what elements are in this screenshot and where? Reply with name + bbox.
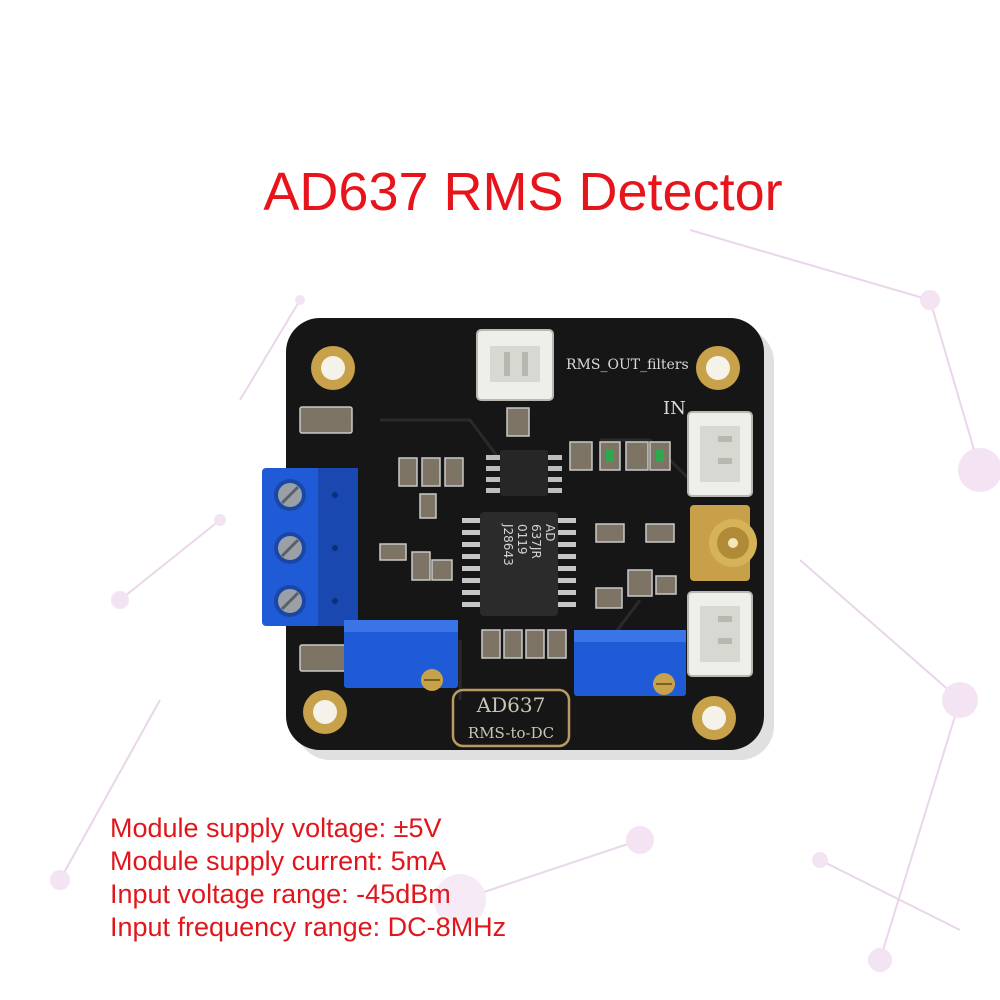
chip-marking-line2: 637JR [529, 524, 543, 559]
label-top-connector: RMS_OUT_filters [566, 357, 689, 373]
spec-input-frequency-range: Input frequency range: DC-8MHz [110, 912, 507, 942]
spec-supply-current: Module supply current: 5mA [110, 846, 447, 876]
page-title: AD637 RMS Detector [263, 162, 783, 222]
trimmer-potentiometer-right [574, 630, 686, 696]
terminal-block [262, 468, 358, 626]
top-connector [476, 329, 554, 401]
label-in: IN [663, 398, 686, 419]
spec-input-voltage-range: Input voltage range: -45dBm [110, 879, 451, 909]
trimmer-potentiometer-left [344, 620, 458, 691]
spec-supply-voltage: Module supply voltage: ±5V [110, 813, 442, 843]
small-ic-chip [486, 450, 562, 496]
silk-box-line2: RMS-to-DC [468, 724, 554, 742]
sma-connector [690, 505, 757, 581]
chip-marking-line3: 0119 [515, 524, 529, 555]
mounting-hole-icon [303, 346, 740, 740]
right-connector-out [687, 591, 753, 677]
chip-marking-line1: AD [543, 524, 557, 541]
spec-list: Module supply voltage: ±5V Module supply… [110, 812, 710, 944]
right-connector-in [687, 411, 753, 497]
main-ad637-chip: AD 637JR 0119 J28643 [462, 512, 576, 616]
silkscreen-label-box: AD637 RMS-to-DC [451, 688, 571, 748]
chip-marking-line4: J28643 [501, 523, 515, 566]
silk-box-line1: AD637 [476, 693, 546, 717]
